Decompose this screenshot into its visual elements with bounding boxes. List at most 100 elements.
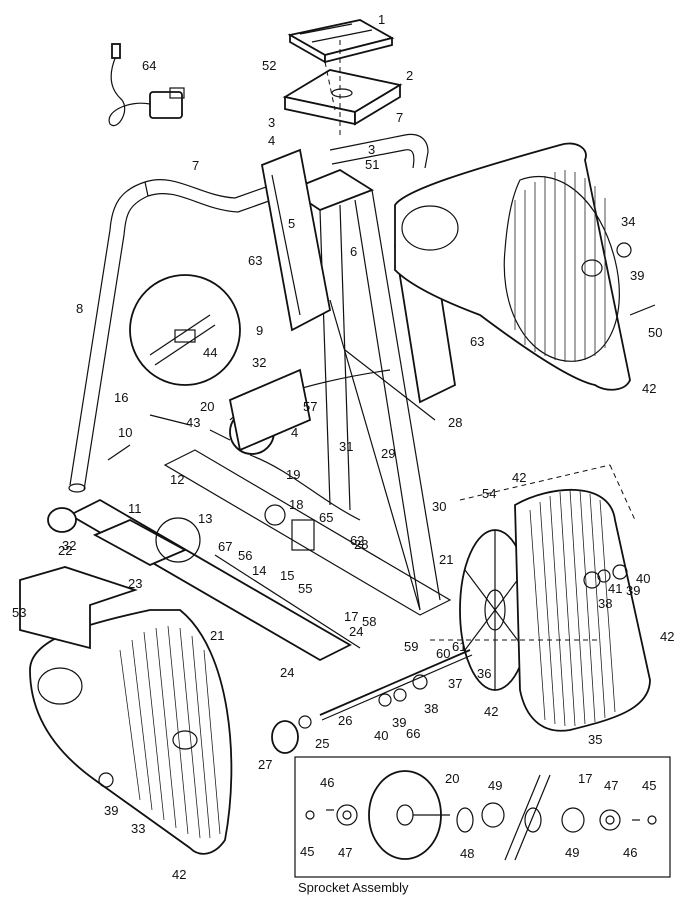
console-bracket <box>282 69 403 126</box>
part-label-p36: 36 <box>477 666 491 681</box>
part-label-p6: 6 <box>350 244 357 259</box>
part-label-p47b: 47 <box>338 845 352 860</box>
part-label-p18: 18 <box>289 497 303 512</box>
part-label-p3a: 3 <box>268 115 275 130</box>
part-label-p20a: 20 <box>200 399 214 414</box>
part-label-p7a: 7 <box>396 110 403 125</box>
part-label-p38b: 38 <box>424 701 438 716</box>
part-label-p67: 67 <box>218 539 232 554</box>
right-guard-34 <box>394 142 631 391</box>
part-label-p33: 33 <box>131 821 145 836</box>
base-frame <box>68 449 452 662</box>
part-label-p34: 34 <box>621 214 635 229</box>
part-label-p16: 16 <box>114 390 128 405</box>
part-label-p12: 12 <box>170 472 184 487</box>
part-label-p49a: 49 <box>488 778 502 793</box>
detail-inset-44 <box>129 274 241 386</box>
part-label-p45b: 45 <box>300 844 314 859</box>
part-label-p32a: 32 <box>252 355 266 370</box>
part-label-p50: 50 <box>648 325 662 340</box>
part-label-p25: 25 <box>315 736 329 751</box>
part-label-p26: 26 <box>338 713 352 728</box>
part-label-p10: 10 <box>118 425 132 440</box>
part-label-p39d: 39 <box>104 803 118 818</box>
part-label-p31: 31 <box>339 439 353 454</box>
part-label-p35: 35 <box>588 732 602 747</box>
part-label-p30: 30 <box>432 499 446 514</box>
part-label-p59: 59 <box>404 639 418 654</box>
part-label-p14: 14 <box>252 563 266 578</box>
sprocket-assembly-inset <box>294 756 671 878</box>
part-label-p42e: 42 <box>172 867 186 882</box>
part-label-p3b: 3 <box>368 142 375 157</box>
part-label-p29: 29 <box>381 446 395 461</box>
part-label-p44: 44 <box>203 345 217 360</box>
console-monitor <box>287 19 395 64</box>
part-label-p63b: 63 <box>470 334 484 349</box>
part-label-p43: 43 <box>186 415 200 430</box>
part-label-p63a: 63 <box>248 253 262 268</box>
cover-plate-53 <box>19 566 138 650</box>
part-label-p57: 57 <box>303 399 317 414</box>
part-label-p27: 27 <box>258 757 272 772</box>
part-label-p45a: 45 <box>642 778 656 793</box>
part-label-p65: 65 <box>319 510 333 525</box>
part-label-p66: 66 <box>406 726 420 741</box>
part-label-p54: 54 <box>482 486 496 501</box>
part-label-p42b: 42 <box>512 470 526 485</box>
part-label-p40b: 40 <box>374 728 388 743</box>
handlebar <box>144 133 429 213</box>
part-label-p17b: 17 <box>578 771 592 786</box>
part-label-p11: 11 <box>128 501 142 516</box>
part-label-p2: 2 <box>406 68 413 83</box>
part-label-p23: 23 <box>128 576 142 591</box>
part-label-p22: 22 <box>58 543 72 558</box>
left-guard-33 <box>29 609 233 855</box>
part-label-p7b: 7 <box>192 158 199 173</box>
ac-adapter <box>108 43 185 127</box>
part-label-p42d: 42 <box>484 704 498 719</box>
part-label-p37: 37 <box>448 676 462 691</box>
part-label-p5: 5 <box>288 216 295 231</box>
side-panel-left <box>260 148 332 332</box>
part-label-p4a: 4 <box>268 133 275 148</box>
part-label-p24b: 24 <box>280 665 294 680</box>
axle-parts <box>98 242 656 788</box>
part-label-p49b: 49 <box>565 845 579 860</box>
part-label-p28b: 28 <box>354 537 368 552</box>
arm-tube <box>68 181 149 493</box>
alignment-dashes <box>324 40 636 521</box>
part-label-p8: 8 <box>76 301 83 316</box>
part-label-p40a: 40 <box>636 571 650 586</box>
part-label-p19: 19 <box>286 467 300 482</box>
part-label-p62: 62 <box>350 533 364 548</box>
part-label-p42c: 42 <box>660 629 674 644</box>
part-label-p42a: 42 <box>642 381 656 396</box>
part-label-p52: 52 <box>262 58 276 73</box>
part-label-p47a: 47 <box>604 778 618 793</box>
sprocket-assembly-caption: Sprocket Assembly <box>298 880 409 895</box>
part-label-p13: 13 <box>198 511 212 526</box>
part-label-p1: 1 <box>378 12 385 27</box>
part-label-p48: 48 <box>460 846 474 861</box>
part-label-p38a: 38 <box>598 596 612 611</box>
part-label-p17a: 17 <box>344 609 358 624</box>
upright-frame <box>288 168 441 611</box>
part-label-p55: 55 <box>298 581 312 596</box>
part-label-p4b: 4 <box>291 425 298 440</box>
part-label-p15: 15 <box>280 568 294 583</box>
part-label-p58: 58 <box>362 614 376 629</box>
part-label-p41: 41 <box>608 581 622 596</box>
crank-cluster <box>155 504 315 563</box>
part-label-p51: 51 <box>365 157 379 172</box>
part-label-p21b: 21 <box>210 628 224 643</box>
part-label-p39b: 39 <box>626 583 640 598</box>
part-label-p39c: 39 <box>392 715 406 730</box>
part-label-p39a: 39 <box>630 268 644 283</box>
part-label-p20b: 20 <box>445 771 459 786</box>
part-label-p60: 60 <box>436 646 450 661</box>
flywheel-35 <box>430 489 651 732</box>
